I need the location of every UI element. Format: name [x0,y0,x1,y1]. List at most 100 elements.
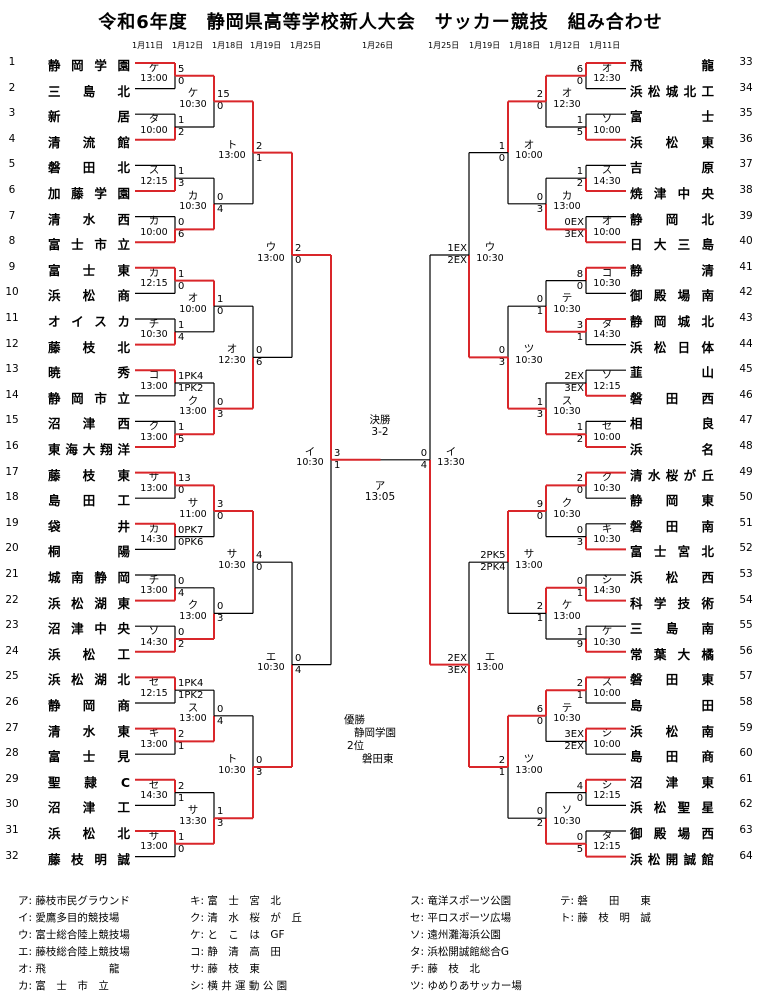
seed-number: 64 [739,849,753,862]
match-time: 13:00 [553,201,581,213]
match-time: 12:30 [593,73,621,85]
venue-code: エ [484,650,496,663]
seed-number: 38 [739,184,753,196]
team-name: 清水東 [48,723,130,739]
match-score: 2EX [564,741,584,753]
match-score: 0 [217,101,224,113]
match-score: 4 [256,550,263,562]
venue-legend-item: サ: 藤 枝 東 [190,963,260,975]
venue-code: サ [187,804,199,817]
seed-number: 52 [739,542,753,555]
match-score: 1 [334,459,341,471]
team-name: 沼津工 [48,800,130,816]
match-time: 14:30 [593,329,621,341]
venue-legend-item: テ: 磐 田 東 [560,895,651,907]
seed-number: 3 [8,107,16,120]
seed-number: 48 [739,440,753,452]
team-name: 静清 [630,262,714,278]
match-time: 13:00 [257,252,285,264]
match-score: 3EX [564,383,584,394]
match-score: 0 [178,75,185,87]
seed-number: 28 [5,747,19,760]
match-score: 2PK4 [480,562,506,574]
match-time: 12:15 [140,687,168,699]
team-name: 富士宮北 [630,544,714,560]
match-time: 13:00 [140,73,168,85]
match-time: 12:15 [593,380,621,392]
seed-number: 13 [5,363,19,376]
seed-number: 29 [5,772,19,785]
seed-number: 60 [739,747,753,760]
seed-number: 2 [8,81,16,94]
match-score: 1 [217,294,224,306]
match-score: 3 [334,447,341,459]
match-score: 0 [536,806,544,818]
team-name: 磐田南 [630,518,714,534]
match-score: 3 [498,357,506,369]
venue-code: ス [148,164,160,177]
seed-number: 8 [8,235,16,248]
seed-number: 36 [739,132,753,145]
venue-code: オ [601,61,613,74]
team-name: 浜松湖東 [48,595,130,611]
venue-code: ク [187,394,199,407]
match-score: 4 [217,203,224,215]
match-score: 1 [178,319,185,331]
team-name: 藤枝明誠 [48,851,130,867]
seed-number: 56 [739,644,753,657]
match-score: 1 [576,627,584,638]
match-score: 0PK7 [178,524,204,536]
match-time: 10:30 [476,252,504,264]
venue-legend-item: コ: 静 清 高 田 [190,946,281,958]
seed-number: 41 [739,260,753,273]
venue-legend-item: ソ: 遠州灘海浜公園 [410,929,501,941]
team-name: 磐田東 [630,672,714,688]
match-score: 1 [576,690,584,702]
venue-legend-item: チ: 藤 枝 北 [410,963,480,975]
team-name: 暁秀 [48,365,130,381]
match-score: 0 [576,75,584,87]
match-score: 2 [576,473,584,485]
team-name: 静岡北 [630,211,714,227]
venue-code: コ [601,266,613,279]
match-score: 13 [178,473,191,485]
match-score: 0 [178,575,185,587]
match-score: 4 [217,715,224,727]
runner-up-label: 2位 [347,740,365,752]
match-score: 1 [576,331,584,343]
match-time: 13:00 [476,662,504,674]
match-time: 10:30 [553,508,581,520]
match-time: 12:30 [553,98,581,110]
venue-legend-item: ケ: と こ は GF [190,929,285,941]
match-time: 12:15 [593,841,621,853]
match-score: 0 [217,703,224,715]
venue-code: カ [148,266,160,279]
match-score: 2 [178,639,185,650]
seed-number: 14 [5,388,19,401]
seed-number: 32 [5,849,19,862]
team-name: 浜松開誠館 [630,851,714,867]
match-score: 0 [178,485,185,497]
match-score: 2 [536,601,544,613]
match-score: 0 [217,396,224,408]
page-title: 令和6年度 静岡県高等学校新人大会 サッカー競技 組み合わせ [98,12,663,33]
